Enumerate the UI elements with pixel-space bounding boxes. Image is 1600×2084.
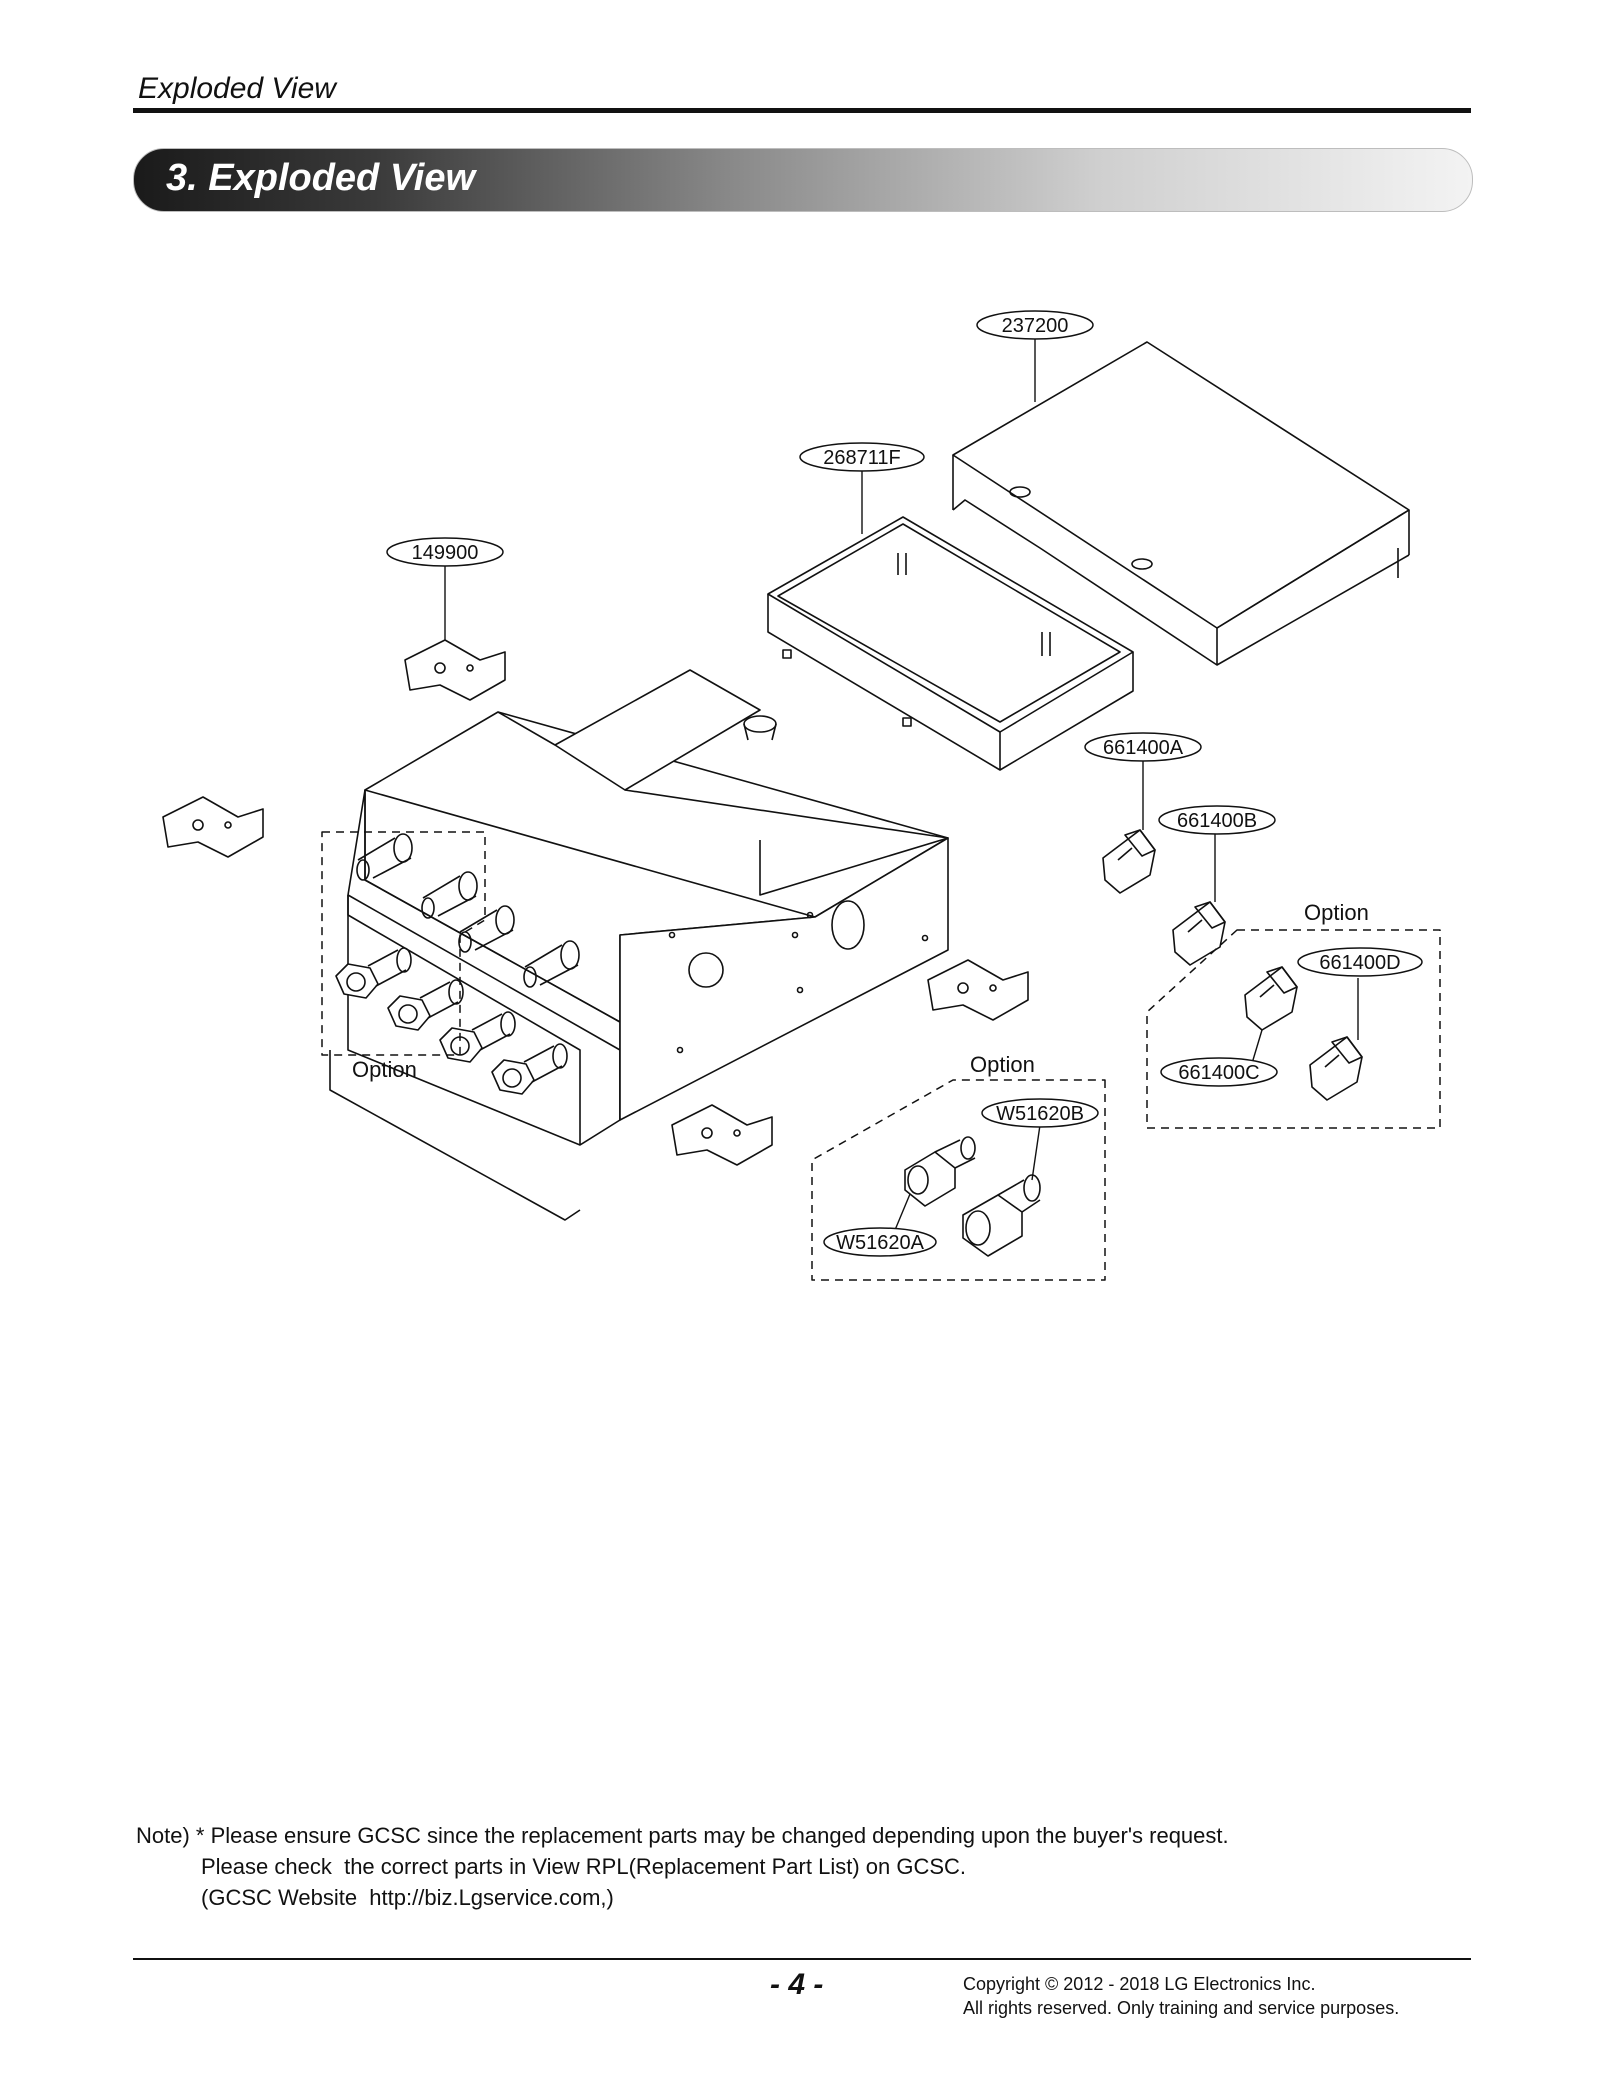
callout-661400D: 661400D: [1319, 952, 1400, 974]
bottom-rule: [133, 1958, 1471, 1960]
hanger-bracket-bottom: [671, 1104, 773, 1166]
option-box-caps: [1146, 929, 1441, 1129]
note: Note) * Please ensure GCSC since the rep…: [136, 1820, 1229, 1913]
pipe-outlets-large: [335, 947, 568, 1095]
copyright-line-1: Copyright © 2012 - 2018 LG Electronics I…: [963, 1974, 1316, 1994]
hanger-bracket-mid: [927, 959, 1029, 1021]
note-line-1: Note) * Please ensure GCSC since the rep…: [136, 1823, 1229, 1848]
copyright-line-2: All rights reserved. Only training and s…: [963, 1998, 1400, 2018]
hanger-bracket-left: [162, 796, 264, 858]
page-number: - 4 -: [770, 1968, 824, 2001]
cap-661400D: [1244, 966, 1298, 1031]
callout-W51620B: W51620B: [996, 1103, 1084, 1125]
option-box-reducers: [811, 1079, 1106, 1281]
callout-661400B: 661400B: [1177, 810, 1257, 832]
callout-237200: 237200: [1002, 315, 1069, 337]
option-box-pipes: [321, 831, 486, 1056]
cap-661400B: [1172, 901, 1226, 966]
callout-661400A: 661400A: [1103, 737, 1184, 759]
option-label-pipes: Option: [352, 1057, 417, 1082]
callout-268711F: 268711F: [823, 447, 900, 469]
section-banner: 3. Exploded View: [133, 148, 1473, 212]
cap-661400C: [1309, 1036, 1363, 1101]
reducer-W51620B: [962, 1174, 1041, 1257]
main-chassis: [329, 669, 949, 1221]
callout-661400C: 661400C: [1178, 1062, 1259, 1084]
section-title: 3. Exploded View: [166, 157, 476, 199]
top-rule: [133, 108, 1471, 113]
option-label-caps: Option: [1304, 900, 1369, 925]
callout-149900: 149900: [412, 542, 479, 564]
top-cover: [952, 341, 1410, 666]
pipe-outlets-small: [356, 833, 580, 988]
reducer-W51620A: [904, 1136, 976, 1207]
running-title: Exploded View: [138, 72, 336, 105]
note-line-2: Please check the correct parts in View R…: [201, 1854, 967, 1879]
cap-661400A: [1102, 829, 1156, 894]
hanger-bracket-149900: [404, 639, 506, 701]
note-line-3: (GCSC Website http://biz.Lgservice.com,): [201, 1885, 614, 1910]
tray: [767, 516, 1134, 771]
callout-W51620A: W51620A: [836, 1232, 924, 1254]
option-label-reducers: Option: [970, 1052, 1035, 1077]
copyright: Copyright © 2012 - 2018 LG Electronics I…: [963, 1972, 1399, 2020]
